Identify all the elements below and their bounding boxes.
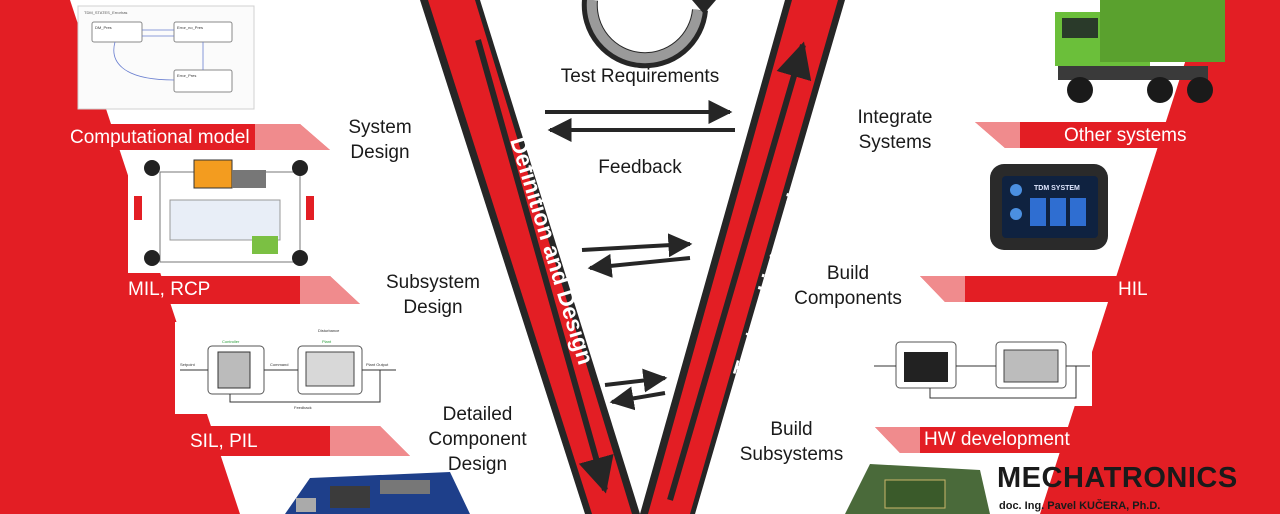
band-computational-model: Computational model xyxy=(70,127,250,148)
svg-text:Error_no_Pres: Error_no_Pres xyxy=(177,25,203,30)
test-requirements-label: Test Requirements xyxy=(560,66,720,87)
electronics-board-image xyxy=(285,472,470,514)
feedback-label: Feedback xyxy=(598,157,682,178)
phase-line: System xyxy=(348,117,412,138)
hw-board-image xyxy=(845,464,990,514)
band-sil-pil: SIL, PIL xyxy=(190,431,258,452)
brand-name: MECHATRONICS xyxy=(997,462,1238,494)
dump-truck-image xyxy=(1055,0,1225,103)
left-band-2-fade xyxy=(300,276,360,304)
phase-line: Build xyxy=(770,419,813,440)
brand-logo-mark xyxy=(1205,502,1257,514)
left-arm-arrow xyxy=(475,39,614,494)
low-right-arrow xyxy=(604,368,668,393)
right-band-2-fade xyxy=(920,276,965,302)
band-mil-rcp: MIL, RCP xyxy=(128,279,211,300)
svg-text:Feedback: Feedback xyxy=(294,405,312,410)
phase-line: Design xyxy=(350,142,410,163)
truck-layout-image xyxy=(128,155,318,273)
right-band-3-fade xyxy=(875,427,920,453)
right-arm-arrow xyxy=(667,41,812,501)
phase-line: Components xyxy=(794,288,902,309)
svg-text:Command: Command xyxy=(270,362,288,367)
band-hil: HIL xyxy=(1118,279,1148,300)
band-other-systems: Other systems xyxy=(1064,125,1187,146)
left-band-3-fade xyxy=(330,426,410,456)
svg-text:Plant: Plant xyxy=(322,339,332,344)
right-band-3-bg xyxy=(875,427,1130,453)
svg-text:TDM_STATES_Errorhas: TDM_STATES_Errorhas xyxy=(84,10,127,15)
svg-text:Setpoint: Setpoint xyxy=(180,362,196,367)
brand-author: doc. Ing. Pavel KUČERA, Ph.D. xyxy=(999,500,1161,512)
svg-text:TDM SYSTEM: TDM SYSTEM xyxy=(1034,185,1080,192)
svg-text:Controller: Controller xyxy=(222,339,240,344)
left-band-1-fade xyxy=(255,124,330,150)
phase-line: Systems xyxy=(858,132,932,153)
phase-line: Build xyxy=(826,263,870,284)
phase-line: Design xyxy=(403,297,463,318)
svg-text:Disturbance: Disturbance xyxy=(318,328,340,333)
controller-plant-diagram-image: Disturbance Controller Plant Setpoint Co… xyxy=(175,322,400,414)
svg-text:DM_Pres: DM_Pres xyxy=(95,25,112,30)
right-band-2-bg xyxy=(920,276,1185,302)
svg-text:Plant Output: Plant Output xyxy=(366,362,389,367)
band-hw-development: HW development xyxy=(924,429,1070,450)
phase-line: Component xyxy=(428,429,527,450)
low-left-arrow xyxy=(609,386,666,411)
left-band-2-bg xyxy=(115,276,360,304)
right-band-1-fade xyxy=(975,122,1020,148)
phase-line: Detailed xyxy=(442,404,513,425)
phase-line: Integrate xyxy=(857,107,933,128)
state-machine-image: TDM_STATES_Errorhas DM_Pres Error_no_Pre… xyxy=(77,5,255,110)
hil-diagram-image xyxy=(870,322,1092,406)
mid-left-arrow xyxy=(587,253,691,278)
mid-right-arrow xyxy=(581,233,693,258)
phase-line: Subsystem xyxy=(386,272,480,293)
right-band-1-bg xyxy=(975,122,1235,148)
left-arm xyxy=(428,0,632,514)
tdm-system-display-image: TDM SYSTEM xyxy=(990,164,1108,250)
cycle-arrows-icon xyxy=(581,0,716,69)
phase-line: Design xyxy=(447,454,508,475)
svg-text:Error_Pres: Error_Pres xyxy=(177,73,196,78)
phase-line: Subsystems xyxy=(739,444,844,465)
